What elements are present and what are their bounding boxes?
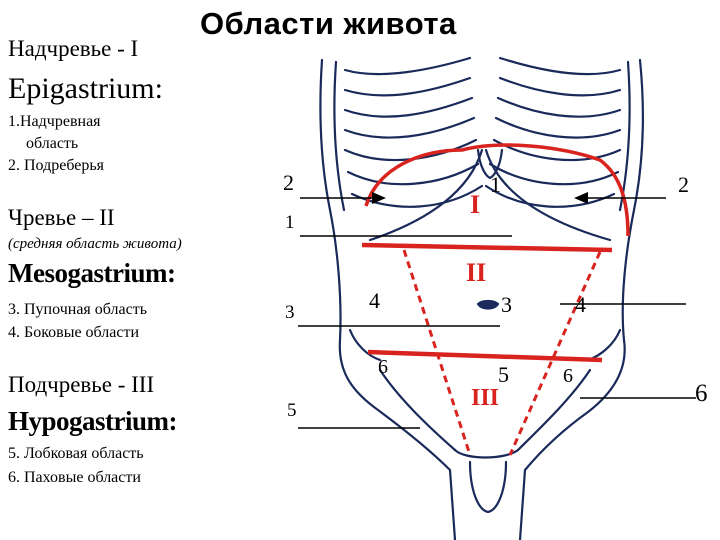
label-roman-i: I (470, 190, 480, 220)
label-region-6-left: 6 (378, 356, 388, 379)
label-left-1: 1 (285, 212, 295, 234)
label-left-3: 3 (285, 302, 295, 324)
label-roman-ii: II (466, 258, 486, 288)
label-right-2: 2 (678, 172, 689, 198)
label-roman-iii: III (471, 385, 499, 412)
label-region-4-right: 4 (575, 292, 586, 318)
label-left-2: 2 (283, 170, 294, 196)
label-left-5: 5 (287, 400, 297, 422)
label-region-3: 3 (501, 292, 512, 318)
label-region-1: 1 (490, 172, 501, 198)
label-region-5: 5 (498, 362, 509, 388)
right-arrow-icon (372, 192, 386, 204)
label-region-6-right: 6 (563, 365, 573, 388)
label-far-right-6: 6 (695, 380, 708, 408)
label-region-4-left: 4 (369, 288, 380, 314)
left-arrow-icon (574, 192, 588, 204)
